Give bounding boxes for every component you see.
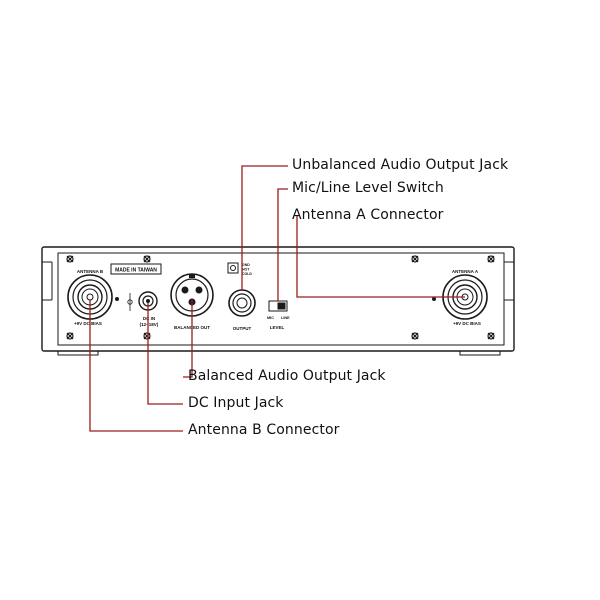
line-label: LINE (281, 316, 290, 320)
leader-lines (89, 165, 465, 432)
callout-balanced-output: Balanced Audio Output Jack (188, 368, 386, 384)
led-indicator-right (432, 297, 436, 301)
screw-icon (143, 255, 151, 263)
callout-antenna-a: Antenna A Connector (292, 207, 444, 223)
screw-icon (487, 255, 495, 263)
leader-antenna-b (89, 300, 183, 432)
screw-icons (66, 255, 495, 340)
antenna-a-label: ANTENNA A (452, 269, 479, 274)
bias-left-label: +9V DC BIAS (74, 321, 102, 326)
leader-balanced (183, 300, 193, 378)
dc-in-voltage-label: (12~18V) (140, 322, 159, 327)
screw-icon (411, 332, 419, 340)
screw-icon (66, 332, 74, 340)
foot-right (459, 350, 501, 356)
unbalanced-output-jack (228, 289, 256, 317)
level-label: LEVEL (270, 325, 285, 330)
dc-in-label: DC IN (143, 316, 155, 321)
ground-lift-switch (227, 262, 239, 274)
made-in-box (110, 263, 162, 275)
callout-level-switch: Mic/Line Level Switch (292, 180, 444, 196)
callout-antenna-b: Antenna B Connector (188, 422, 340, 438)
leader-antenna-a (296, 216, 465, 298)
leader-unbalanced (241, 165, 288, 291)
mic-label: MIC (267, 316, 274, 320)
chassis-panel (57, 252, 505, 346)
level-switch (268, 300, 288, 312)
leader-level-switch (277, 188, 288, 301)
callout-dc-input: DC Input Jack (188, 395, 284, 411)
output-label: OUTPUT (233, 326, 252, 331)
made-in-label: MADE IN TAIWAN (115, 268, 157, 274)
hot-label: HOT (242, 268, 250, 272)
screw-icon (487, 332, 495, 340)
dc-polarity-icon (127, 293, 133, 311)
leader-dc-input (147, 303, 183, 405)
screw-icon (411, 255, 419, 263)
antenna-b-label: ANTENNA B (77, 269, 104, 274)
screw-icon (66, 255, 74, 263)
foot-left (57, 350, 99, 356)
bias-right-label: +9V DC BIAS (453, 321, 481, 326)
led-indicator-left (115, 297, 119, 301)
callout-unbalanced-output: Unbalanced Audio Output Jack (292, 157, 509, 173)
screw-icon (143, 332, 151, 340)
cold-label: COLD (242, 272, 252, 276)
gnd-label: GND (242, 263, 250, 267)
